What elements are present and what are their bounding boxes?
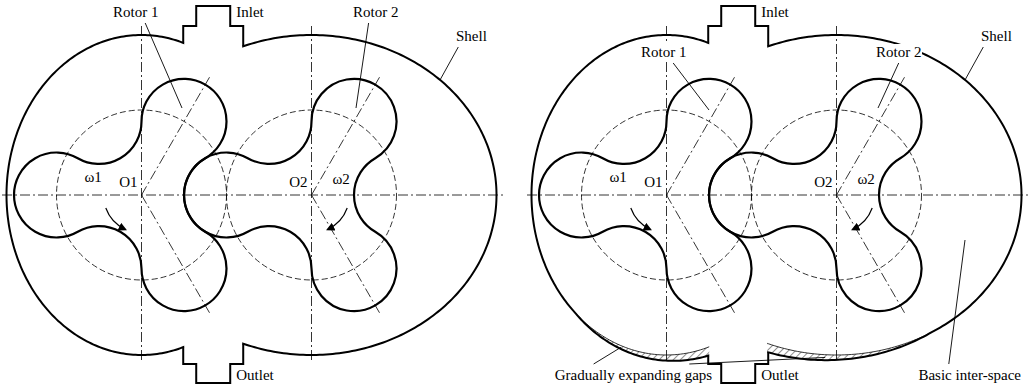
rotation-arrow: [631, 208, 651, 229]
speed-label: ω2: [332, 171, 351, 187]
leader-line: [965, 47, 983, 80]
rotor-outline: [709, 79, 922, 311]
speed-label: ω1: [84, 169, 103, 185]
part-label: Shell: [980, 28, 1013, 44]
port-label: Outlet: [760, 367, 800, 383]
center-label: O1: [643, 174, 663, 190]
port-label: Inlet: [760, 4, 790, 20]
speed-label: ω1: [609, 169, 628, 185]
pump-panel: [2, 6, 504, 383]
outlet-port: [183, 344, 243, 383]
center-label: O2: [813, 174, 833, 190]
rotor-outline: [539, 79, 752, 311]
port-label: Inlet: [235, 4, 265, 20]
outlet-opening: [184, 322, 242, 363]
outlet-port: [708, 352, 768, 383]
part-label: Rotor 1: [640, 44, 687, 60]
rotor-outline: [184, 79, 396, 311]
leader-line: [440, 47, 458, 80]
rotation-arrow: [106, 208, 126, 229]
leader-line: [949, 240, 965, 364]
leader-line: [689, 357, 825, 364]
centerline: [527, 195, 1029, 196]
center-label: O1: [118, 174, 138, 190]
rotation-arrow: [853, 208, 873, 229]
part-label: Rotor 2: [352, 4, 399, 20]
leader-line: [878, 63, 899, 108]
part-label: Shell: [455, 28, 488, 44]
pump-panel: [527, 6, 1029, 383]
rotor-outline: [14, 79, 227, 311]
center-label: O2: [288, 174, 308, 190]
inlet-port: [708, 6, 768, 46]
rotation-arrow: [328, 208, 348, 229]
leader-line: [145, 23, 182, 108]
annotation-label: Gradually expanding gaps: [554, 367, 713, 383]
leader-line: [356, 23, 369, 108]
speed-label: ω2: [857, 171, 876, 187]
annotation-label: Basic inter-space: [917, 367, 1022, 383]
centerline: [2, 195, 504, 196]
port-label: Outlet: [235, 367, 275, 383]
part-label: Rotor 1: [112, 4, 159, 20]
leader-line: [673, 63, 709, 110]
part-label: Rotor 2: [875, 44, 922, 60]
leader-line: [594, 347, 621, 364]
outlet-opening: [709, 322, 767, 363]
shell-outline: [532, 35, 1022, 361]
inlet-port: [183, 6, 243, 46]
